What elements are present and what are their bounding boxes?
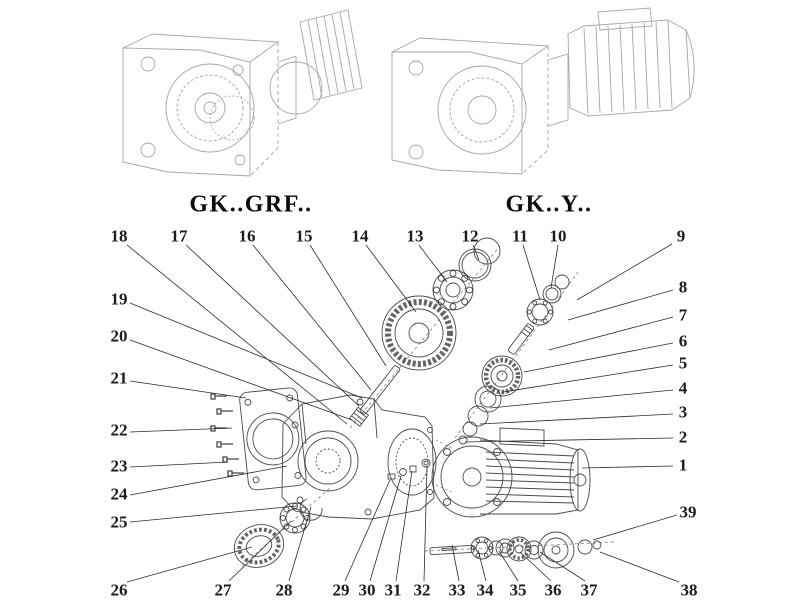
leader-line-11 — [522, 244, 541, 301]
part-number-12: 12 — [461, 226, 479, 246]
leader-line-30 — [369, 475, 402, 582]
part-number-27: 27 — [214, 580, 232, 600]
part-number-19: 19 — [110, 289, 128, 309]
part-number-2: 2 — [678, 427, 688, 447]
leader-line-15 — [309, 244, 387, 367]
leader-line-4 — [489, 389, 674, 409]
leader-line-32 — [423, 466, 428, 582]
leader-line-17 — [185, 244, 360, 407]
part-flange-plate — [239, 387, 307, 491]
leader-line-27 — [228, 520, 292, 582]
part-number-6: 6 — [678, 331, 688, 351]
assembled-view-gk-y — [391, 7, 695, 175]
part-output-shaft-assembly — [424, 531, 615, 569]
part-number-4: 4 — [678, 378, 688, 398]
part-number-36: 36 — [544, 580, 562, 600]
part-number-5: 5 — [678, 353, 688, 373]
leader-line-21 — [129, 380, 247, 399]
leader-line-18 — [126, 244, 348, 425]
leader-line-24 — [129, 465, 288, 496]
part-number-25: 25 — [110, 512, 128, 532]
leader-line-31 — [395, 470, 413, 582]
leader-line-13 — [418, 244, 448, 283]
leader-line-33 — [451, 544, 460, 582]
leader-line-12 — [472, 244, 480, 261]
leader-line-16 — [252, 244, 372, 391]
leader-line-38 — [599, 551, 680, 583]
part-number-22: 22 — [110, 420, 128, 440]
part-number-28: 28 — [275, 580, 293, 600]
part-number-15: 15 — [295, 226, 313, 246]
model-title-gk-grf: GK..GRF.. — [189, 191, 313, 218]
part-input-shaft-assembly — [348, 237, 501, 429]
part-number-11: 11 — [511, 226, 529, 246]
part-screws — [210, 393, 244, 477]
part-number-9: 9 — [676, 226, 686, 246]
part-number-8: 8 — [678, 277, 688, 297]
leader-line-26 — [126, 546, 253, 583]
leader-line-8 — [567, 289, 674, 321]
leader-line-22 — [129, 427, 233, 433]
part-motor — [431, 427, 591, 518]
part-number-18: 18 — [110, 226, 128, 246]
part-number-1: 1 — [678, 455, 688, 475]
leader-line-35 — [498, 550, 519, 582]
leader-line-23 — [129, 461, 229, 468]
part-number-33: 33 — [448, 580, 466, 600]
part-small-fasteners — [387, 458, 431, 480]
part-bevel-pinion-assembly — [454, 271, 579, 445]
part-number-16: 16 — [238, 226, 256, 246]
assembled-view-gk-grf — [122, 9, 363, 177]
part-number-7: 7 — [678, 305, 688, 325]
part-number-17: 17 — [170, 226, 188, 246]
part-number-32: 32 — [413, 580, 431, 600]
part-ring-gear-assembly — [233, 487, 331, 568]
part-number-14: 14 — [351, 226, 369, 246]
part-number-29: 29 — [332, 580, 350, 600]
leader-line-2 — [464, 437, 674, 443]
part-number-10: 10 — [549, 226, 567, 246]
part-number-26: 26 — [110, 580, 128, 600]
leader-line-14 — [365, 244, 417, 313]
leader-line-34 — [477, 549, 487, 582]
part-number-35: 35 — [509, 580, 527, 600]
part-number-38: 38 — [680, 580, 698, 600]
leader-line-39 — [592, 514, 678, 541]
leader-line-7 — [548, 316, 674, 351]
leader-line-28 — [288, 506, 312, 582]
model-title-gk-y: GK..Y.. — [505, 191, 593, 218]
part-number-34: 34 — [476, 580, 494, 600]
part-number-24: 24 — [110, 484, 128, 504]
part-number-30: 30 — [358, 580, 376, 600]
part-number-37: 37 — [580, 580, 598, 600]
leader-line-9 — [576, 243, 673, 301]
part-number-23: 23 — [110, 456, 128, 476]
leader-line-25 — [129, 505, 298, 523]
leader-line-6 — [523, 342, 674, 373]
leader-line-37 — [539, 551, 586, 582]
leader-line-36 — [519, 551, 552, 582]
part-number-20: 20 — [110, 326, 128, 346]
part-number-21: 21 — [110, 368, 128, 388]
part-number-31: 31 — [384, 580, 402, 600]
leader-line-20 — [129, 339, 353, 421]
leader-line-19 — [129, 302, 363, 399]
part-number-13: 13 — [406, 226, 424, 246]
part-number-39: 39 — [679, 502, 697, 522]
leader-line-10 — [550, 244, 559, 289]
leader-line-3 — [479, 413, 674, 425]
leader-lines — [126, 243, 680, 583]
leader-line-1 — [581, 465, 674, 469]
leader-line-5 — [502, 364, 674, 393]
leader-line-29 — [344, 479, 391, 582]
part-number-3: 3 — [678, 402, 688, 422]
